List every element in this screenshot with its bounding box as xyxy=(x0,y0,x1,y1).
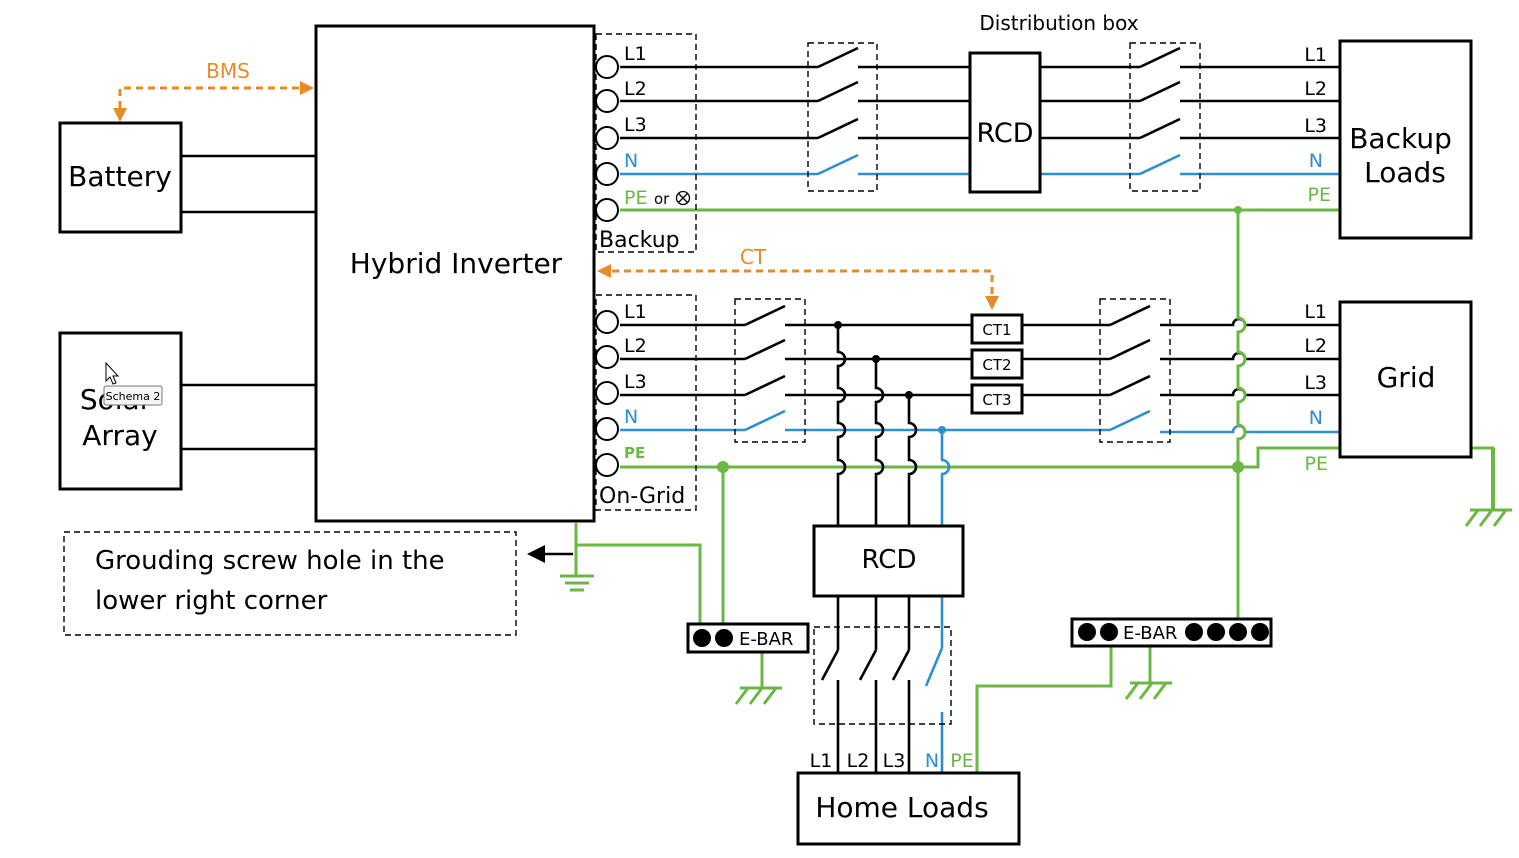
rcd-backup-label: RCD xyxy=(976,118,1033,149)
backup-group-label: Backup xyxy=(599,228,680,253)
ebar-right-label: E-BAR xyxy=(1123,623,1177,644)
ct-signal-label: CT xyxy=(740,245,767,269)
mouse-cursor-icon xyxy=(105,361,120,385)
home-line-l2: L2 xyxy=(847,750,870,772)
ebar-left: E-BAR xyxy=(686,622,810,654)
ct2-label: CT2 xyxy=(982,356,1011,374)
ct-sensors: CT1 CT2 CT3 xyxy=(970,313,1024,415)
ground-symbol-ebar-left xyxy=(734,686,782,705)
ongrid-port-l2: L2 xyxy=(624,335,647,357)
grid-line-l2: L2 xyxy=(1304,335,1327,357)
home-line-n: N xyxy=(925,750,939,772)
solar-line-2: Array xyxy=(82,419,157,452)
breaker-grid-1 xyxy=(734,298,806,443)
rcd-home-box: RCD xyxy=(812,524,965,598)
home-loads-box: Home Loads L1 L2 L3 N PE xyxy=(796,750,1021,846)
rcd-backup-box: RCD xyxy=(968,51,1042,194)
breaker-home xyxy=(813,626,952,725)
grid-line-n: N xyxy=(1309,407,1323,429)
home-loads-label: Home Loads xyxy=(815,791,988,824)
ct-link: CT xyxy=(597,245,999,310)
grounding-note-line-1: Grouding screw hole in the xyxy=(95,546,445,576)
backup-pe-or: or xyxy=(654,190,670,208)
ongrid-group-label: On-Grid xyxy=(599,484,685,509)
ebar-right: E-BAR xyxy=(1070,617,1273,648)
backup-port-pe: PE xyxy=(624,187,647,209)
solar-array-box: Solar Array xyxy=(58,331,183,491)
backup-loads-line-2: Loads xyxy=(1364,156,1446,189)
ongrid-terminal-block: L1 L2 L3 N PE On-Grid xyxy=(595,294,697,511)
otimes-icon xyxy=(675,190,691,206)
bms-link: BMS xyxy=(113,59,314,122)
ongrid-port-l1: L1 xyxy=(624,301,647,323)
left-earth-wiring xyxy=(574,461,1152,688)
grounding-note: Grouding screw hole in the lower right c… xyxy=(63,531,573,636)
breaker-backup-1 xyxy=(807,42,878,192)
backup-terminal-block: L1 L2 L3 N PE or Backup xyxy=(595,33,697,253)
backup-loads-box: Backup Loads L1 L2 L3 N PE xyxy=(1304,39,1473,240)
backup-port-n: N xyxy=(624,150,638,172)
pe-bus xyxy=(1232,206,1247,624)
grounding-note-line-2: lower right corner xyxy=(95,586,328,616)
ongrid-port-l3: L3 xyxy=(624,371,647,393)
home-wires xyxy=(836,596,1113,773)
hybrid-inverter-label: Hybrid Inverter xyxy=(350,247,563,280)
breaker-grid-2 xyxy=(1099,298,1171,443)
backup-load-l1: L1 xyxy=(1304,44,1327,66)
ongrid-port-n: N xyxy=(624,406,638,428)
backup-loads-line-1: Backup xyxy=(1349,122,1452,155)
grid-line-pe: PE xyxy=(1305,453,1328,475)
home-line-pe: PE xyxy=(950,750,973,772)
backup-loads-label: Backup Loads xyxy=(1349,122,1461,189)
bms-label: BMS xyxy=(206,59,250,83)
backup-load-l3: L3 xyxy=(1304,115,1327,137)
arrow-left-icon xyxy=(527,545,545,563)
battery-label: Battery xyxy=(68,160,172,193)
breaker-backup-2 xyxy=(1129,42,1201,192)
tooltip-text: Schema 2 xyxy=(106,390,161,403)
backup-port-l2: L2 xyxy=(624,78,647,100)
backup-port-l3: L3 xyxy=(624,114,647,136)
distribution-box-title: Distribution box xyxy=(979,11,1138,35)
backup-load-n: N xyxy=(1309,150,1323,172)
home-taps xyxy=(834,321,951,526)
ebar-left-label: E-BAR xyxy=(739,629,793,650)
grounding-note-text: Grouding screw hole in the lower right c… xyxy=(95,546,453,616)
battery-box: Battery xyxy=(58,121,183,234)
rcd-home-label: RCD xyxy=(862,545,917,575)
ground-symbol-ebar-right xyxy=(1124,681,1172,700)
backup-port-l1: L1 xyxy=(624,43,647,65)
ongrid-port-pe: PE xyxy=(624,444,645,462)
backup-load-pe: PE xyxy=(1308,184,1331,206)
tooltip: Schema 2 xyxy=(103,385,163,406)
ground-symbol-inverter xyxy=(560,574,594,592)
grid-line-l1: L1 xyxy=(1304,301,1327,323)
ct3-label: CT3 xyxy=(982,391,1011,409)
grid-line-l3: L3 xyxy=(1304,372,1327,394)
ground-symbol-grid xyxy=(1464,508,1512,527)
home-line-l3: L3 xyxy=(883,750,906,772)
ct1-label: CT1 xyxy=(982,321,1011,339)
grid-box: Grid L1 L2 L3 N PE xyxy=(1304,300,1473,475)
home-line-l1: L1 xyxy=(810,750,833,772)
dc-wires xyxy=(181,154,316,451)
hybrid-inverter-box: Hybrid Inverter xyxy=(314,24,596,523)
grid-label: Grid xyxy=(1377,361,1436,394)
backup-load-l2: L2 xyxy=(1304,78,1327,100)
